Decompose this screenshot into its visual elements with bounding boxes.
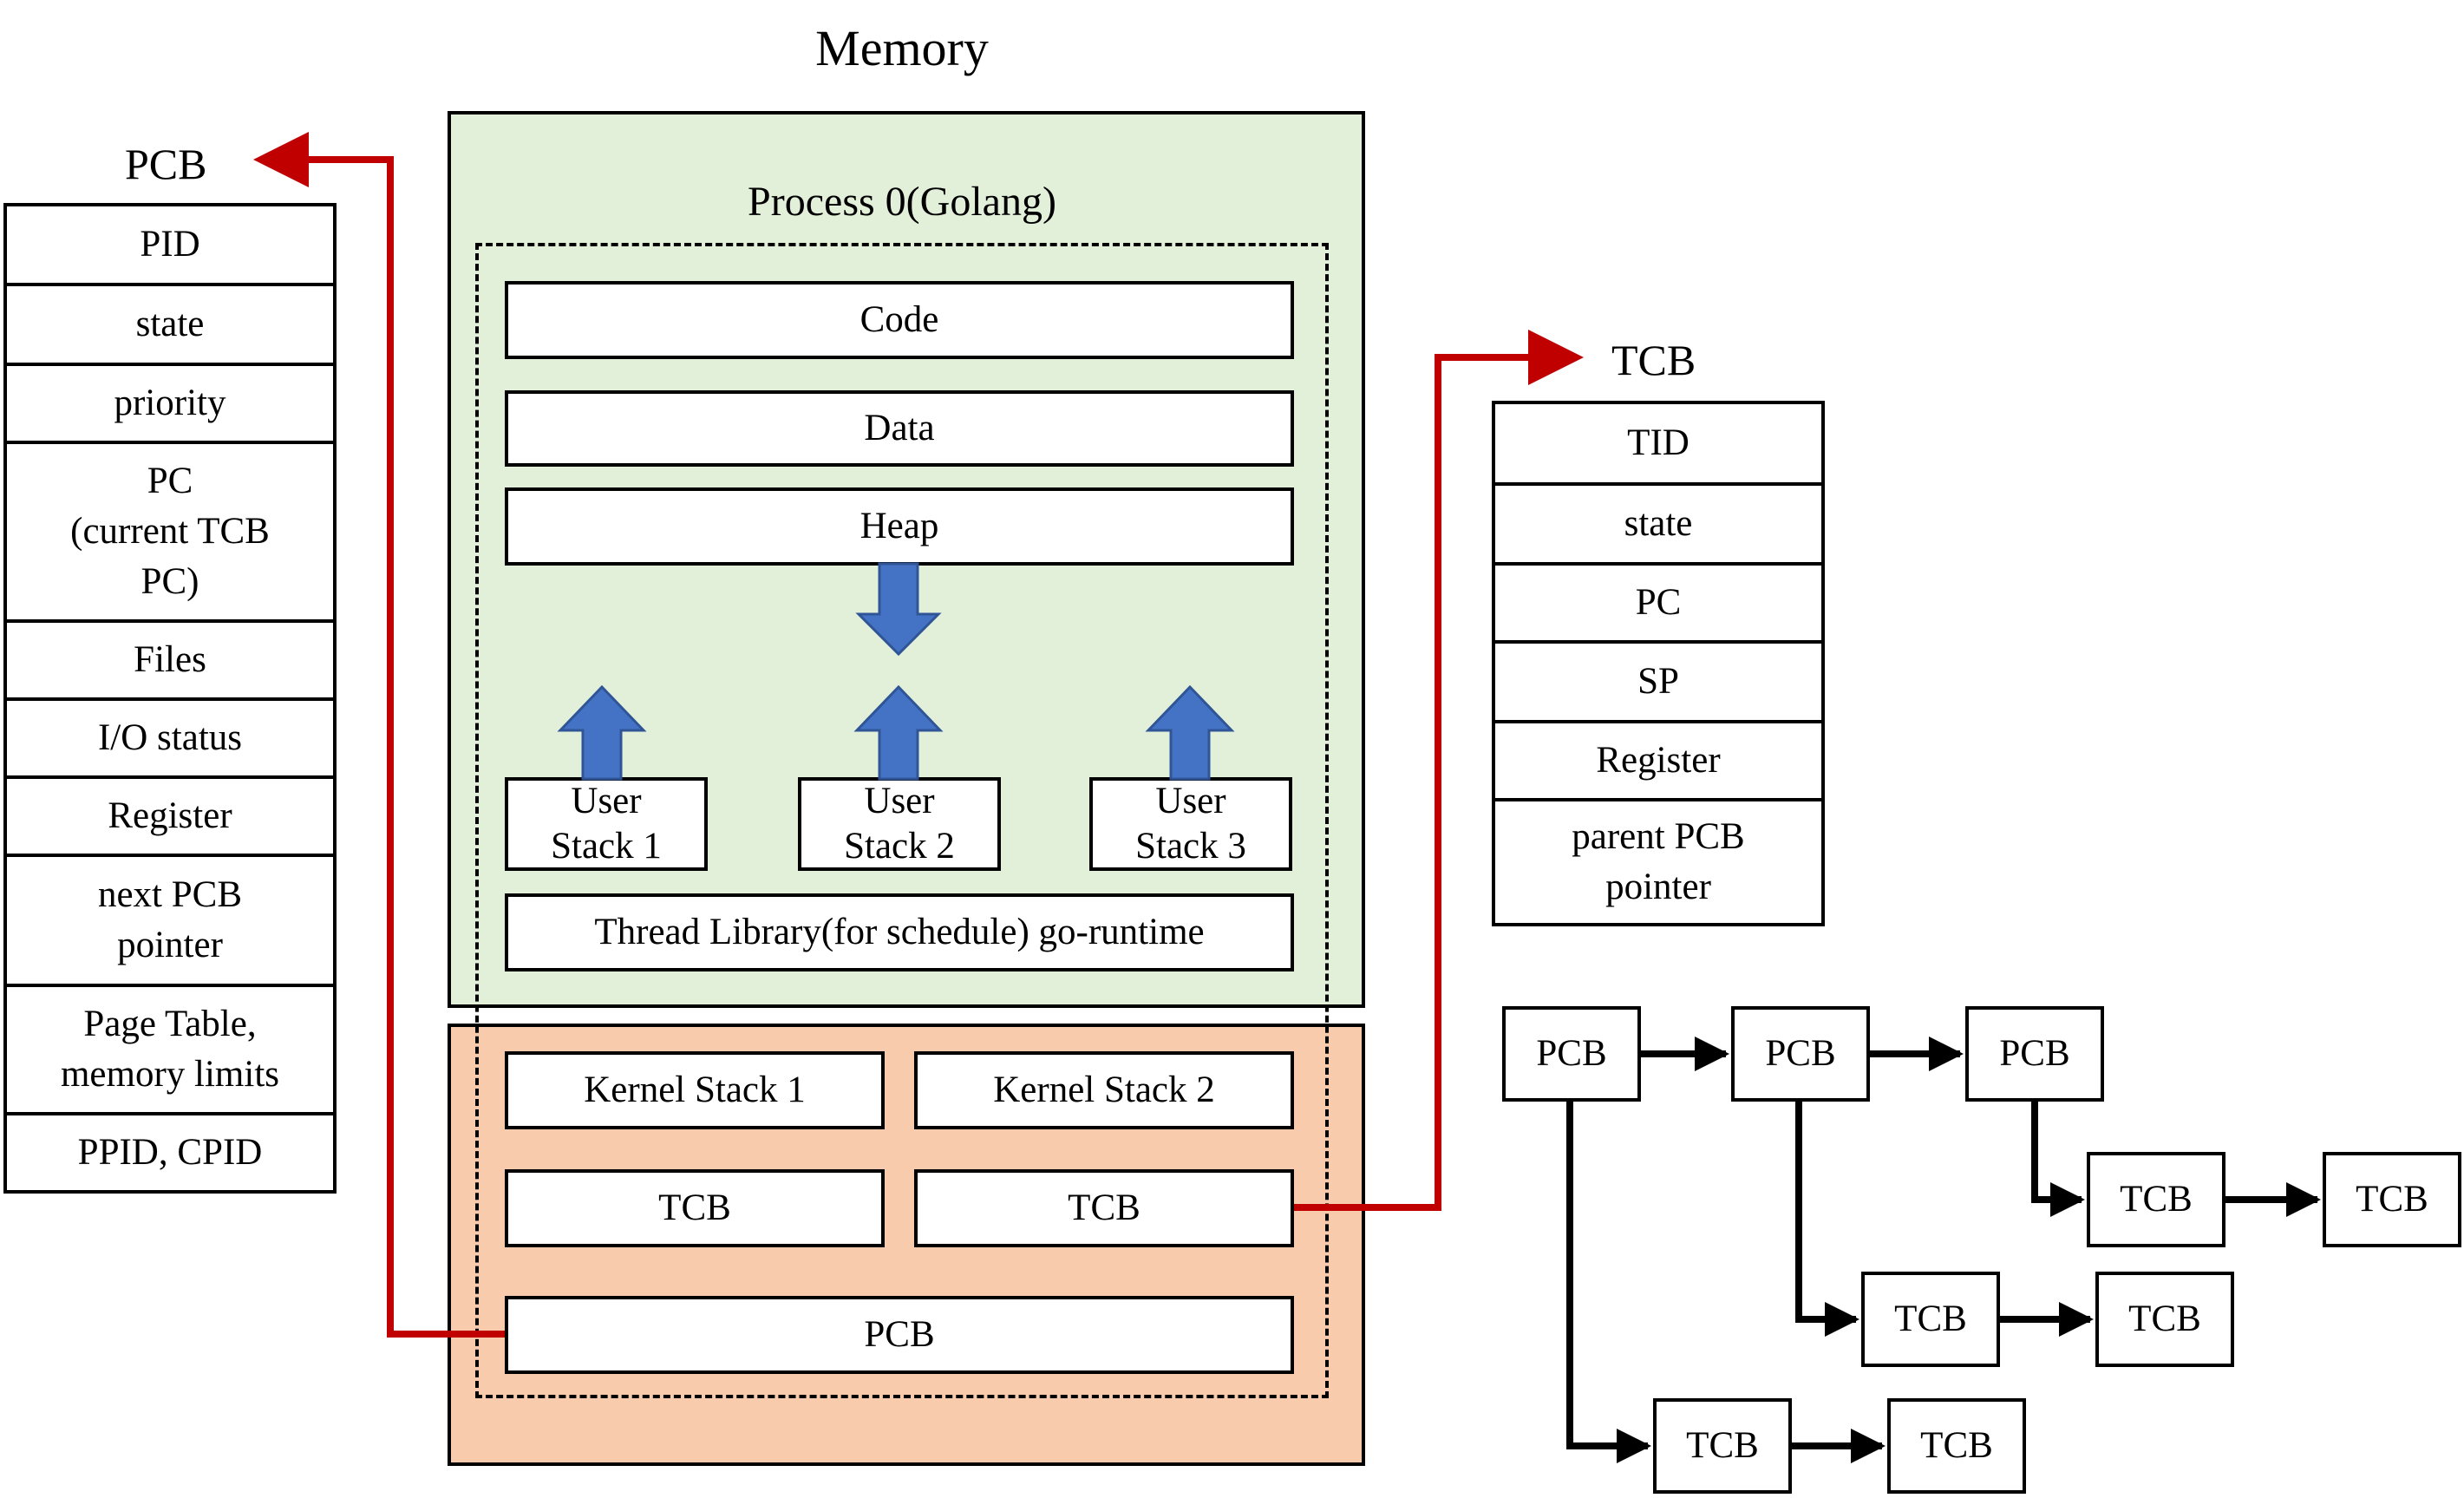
heap-growth-arrow xyxy=(855,562,942,657)
tcb-field-state: state xyxy=(1495,482,1821,562)
pcb-field-page-table: Page Table, memory limits xyxy=(7,984,333,1112)
tcb-field-tid: TID xyxy=(1627,422,1690,463)
process-boundary xyxy=(475,243,1329,1398)
tcb-field-sp: SP xyxy=(1495,640,1821,720)
pcb-field-priority: priority xyxy=(7,363,333,441)
list-tcb-pcb2-1: TCB xyxy=(1861,1272,2000,1367)
tcb-table: TID state PC SP Register parent PCB poin… xyxy=(1492,401,1825,926)
pcb1-to-tcb-arrow xyxy=(1566,1102,1651,1463)
stack-1-growth-arrow xyxy=(557,684,647,781)
tcb-field-register: Register xyxy=(1495,720,1821,798)
pcb-field-register: Register xyxy=(7,775,333,854)
memory-title: Memory xyxy=(815,20,989,76)
pcb-table-heading: PCB xyxy=(125,140,207,188)
list-tcb-pcb1-1: TCB xyxy=(1653,1398,1792,1494)
pcb-field-pc: PC (current TCB PC) xyxy=(7,441,333,619)
stack-3-growth-arrow xyxy=(1145,684,1235,781)
pcb2-to-tcb-arrow xyxy=(1795,1102,1859,1337)
user-stack-2: User Stack 2 xyxy=(798,777,1001,871)
pcb-field-files: Files xyxy=(7,619,333,697)
list-pcb-2: PCB xyxy=(1731,1006,1870,1102)
pcb-field-io-status: I/O status xyxy=(7,697,333,775)
tcb-field-pc: PC xyxy=(1495,562,1821,640)
heap-segment: Heap xyxy=(505,487,1294,566)
list-pcb-1: PCB xyxy=(1502,1006,1641,1102)
user-stack-3: User Stack 3 xyxy=(1089,777,1292,871)
pcb-field-next-pcb-pointer: next PCB pointer xyxy=(7,854,333,984)
data-segment: Data xyxy=(505,390,1294,467)
pcb-field-state: state xyxy=(7,283,333,363)
pcb-field-ppid-cpid: PPID, CPID xyxy=(7,1112,333,1190)
tcb-table-heading: TCB xyxy=(1611,336,1696,384)
thread-library: Thread Library(for schedule) go-runtime xyxy=(505,893,1294,971)
list-tcb-pcb2-2: TCB xyxy=(2095,1272,2234,1367)
list-tcb-pcb3-2: TCB xyxy=(2323,1152,2461,1247)
list-tcb-pcb1-2: TCB xyxy=(1887,1398,2026,1494)
list-pcb-3: PCB xyxy=(1965,1006,2104,1102)
kernel-pcb-to-pcb-table-connector xyxy=(253,132,505,1338)
kernel-stack-2: Kernel Stack 2 xyxy=(914,1051,1294,1129)
tcb-field-parent-pcb-pointer: parent PCB pointer xyxy=(1495,798,1821,923)
pcb-field-pid: PID xyxy=(140,223,200,265)
kernel-stack-1: Kernel Stack 1 xyxy=(505,1051,885,1129)
kernel-pcb: PCB xyxy=(505,1296,1294,1374)
list-tcb-pcb3-1: TCB xyxy=(2087,1152,2225,1247)
pcb3-to-tcb-arrow xyxy=(2031,1102,2085,1217)
process-label: Process 0(Golang) xyxy=(748,179,1056,225)
pcb-table: PID state priority PC (current TCB PC) F… xyxy=(3,203,337,1194)
stack-2-growth-arrow xyxy=(853,684,944,781)
kernel-tcb-2: TCB xyxy=(914,1169,1294,1247)
code-segment: Code xyxy=(505,281,1294,359)
kernel-tcb-to-tcb-table-connector xyxy=(1294,330,1584,1211)
kernel-tcb-1: TCB xyxy=(505,1169,885,1247)
